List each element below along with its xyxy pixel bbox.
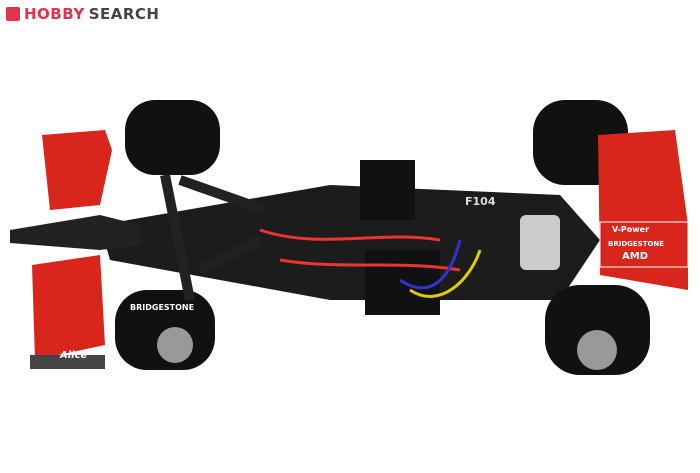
- servo: [360, 160, 415, 220]
- wing-sponsor-text: V-Power: [612, 225, 649, 234]
- front-right-hub: [157, 327, 193, 363]
- chassis-plate: [100, 185, 600, 300]
- front-wing-endplate: [30, 355, 105, 369]
- wing-tire-brand-text: BRIDGESTONE: [608, 240, 664, 248]
- wires: [259, 228, 461, 272]
- rear-right-tire: [545, 285, 650, 375]
- front-nose: [10, 215, 140, 250]
- front-wing-upper: [42, 130, 112, 210]
- wing-brand-text: AMD: [622, 251, 648, 262]
- rear-right-hub: [577, 330, 617, 370]
- logo-text-hobby: HOBBY: [24, 5, 85, 23]
- hobby-search-logo: HOBBY SEARCH: [6, 5, 160, 23]
- tire-brand-text: BRIDGESTONE: [130, 303, 194, 312]
- motor: [520, 215, 560, 270]
- front-left-tire: [125, 100, 220, 175]
- rear-wing-plate: [599, 221, 689, 268]
- wires-yellow: [409, 249, 482, 298]
- nose-sponsor-text: Alice: [59, 350, 88, 361]
- front-suspension: [160, 174, 267, 301]
- front-wing-lower: [32, 255, 105, 360]
- logo-icon: [6, 7, 20, 21]
- chassis-model-text: F104: [465, 195, 496, 208]
- logo-text-search: SEARCH: [88, 5, 160, 23]
- wires-blue: [399, 239, 462, 290]
